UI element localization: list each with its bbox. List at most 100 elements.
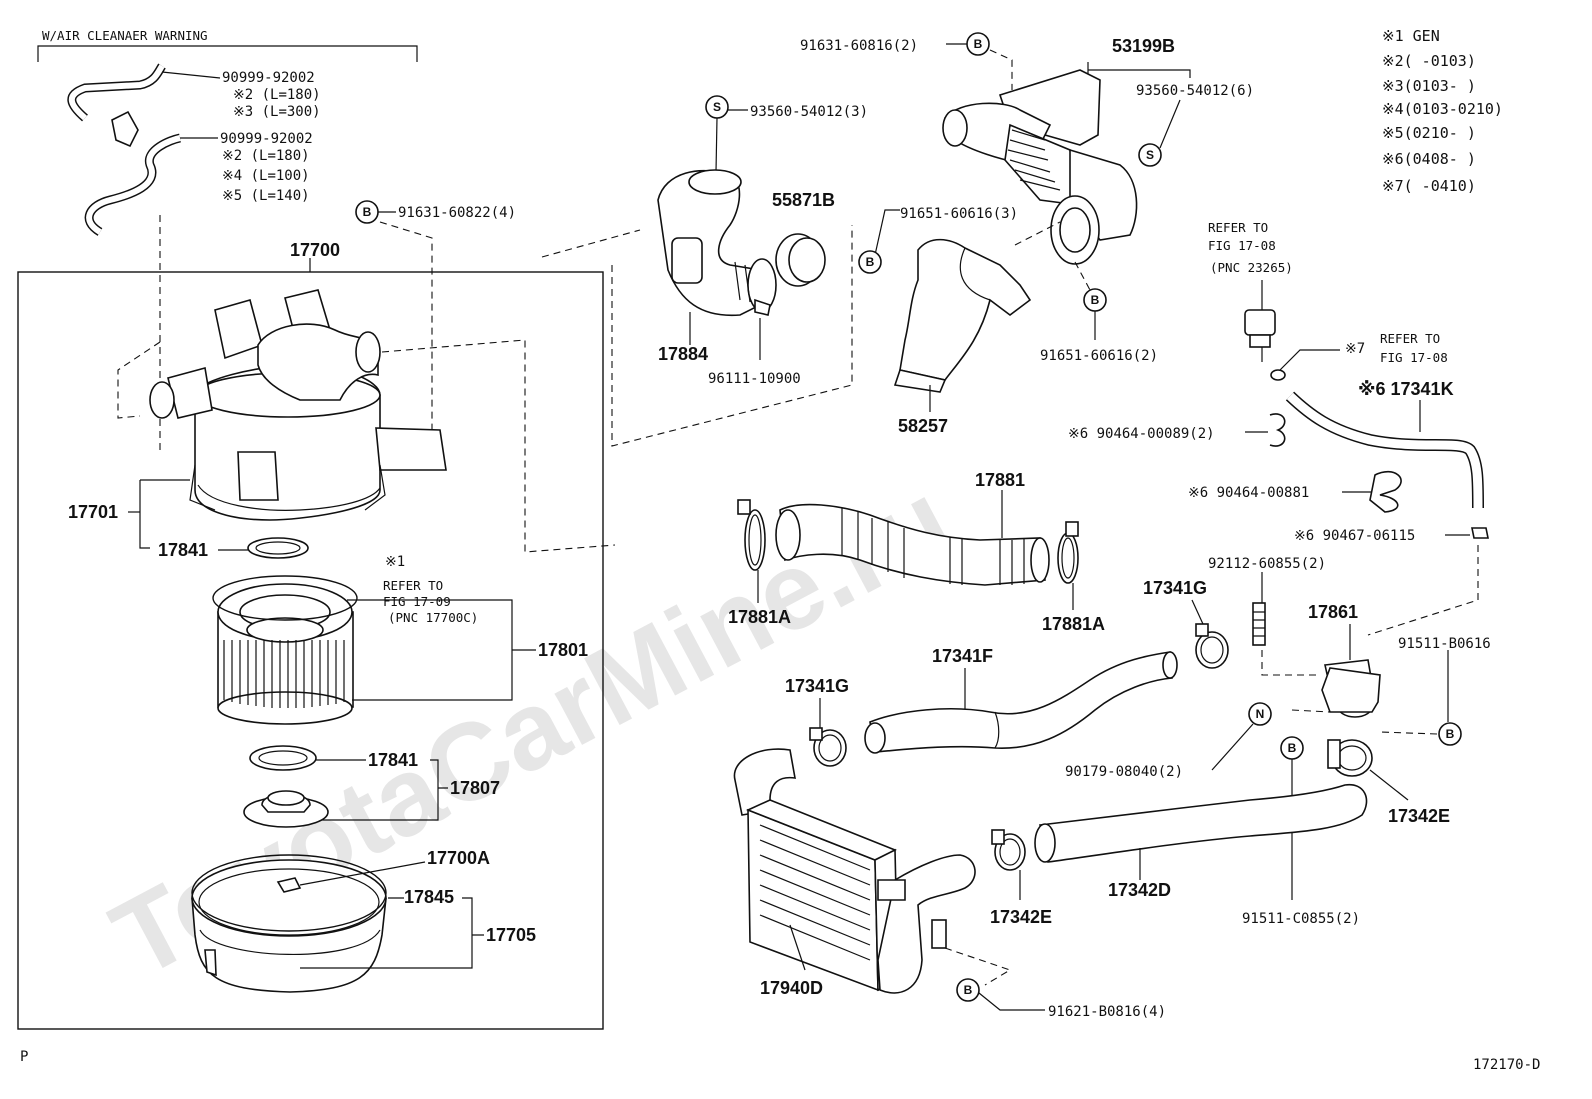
label-93560-3[interactable]: 93560-54012(3)	[750, 104, 868, 120]
warning-hose-a	[67, 63, 166, 122]
label-90999-a[interactable]: 90999-92002	[222, 70, 315, 86]
label-91651-2[interactable]: 91651-60616(2)	[1040, 348, 1158, 364]
intake-duct-53199b	[942, 69, 1138, 265]
label-90999-a-l2: ※2 (L=180)	[233, 87, 321, 103]
label-91511-b[interactable]: 91511-B0616	[1398, 636, 1491, 652]
label-17861[interactable]: 17861	[1308, 602, 1358, 622]
clamp-17342e-right	[1327, 739, 1373, 777]
label-17342d[interactable]: 17342D	[1108, 880, 1171, 900]
label-92112[interactable]: 92112-60855(2)	[1208, 556, 1326, 572]
legend-5: ※5(0210- )	[1382, 124, 1476, 142]
dust-valve-17807	[243, 790, 329, 828]
ref3-line2: FIG 17-08	[1380, 350, 1448, 365]
warning-hose-b	[84, 133, 182, 236]
label-17341k[interactable]: ※6 17341K	[1358, 379, 1454, 399]
clamp-17881a-right	[1057, 521, 1079, 584]
label-17342e-right[interactable]: 17342E	[1388, 806, 1450, 826]
label-17841-b[interactable]: 17841	[368, 750, 418, 770]
ref2-line2: FIG 17-08	[1208, 238, 1276, 253]
svg-text:B: B	[866, 255, 875, 269]
bolt-b-91631-60816: B	[966, 32, 990, 56]
duct-bracket-58257	[893, 238, 1032, 393]
legend-2: ※2( -0103)	[1382, 52, 1476, 70]
label-90464-881[interactable]: ※6 90464-00881	[1188, 485, 1309, 501]
label-90464-89[interactable]: ※6 90464-00089(2)	[1068, 426, 1215, 442]
label-17701[interactable]: 17701	[68, 502, 118, 522]
intake-hose-17342d	[1034, 784, 1368, 863]
label-17881a-left[interactable]: 17881A	[728, 607, 791, 627]
pipe-17861	[1321, 659, 1381, 718]
clip-90467	[1471, 527, 1489, 539]
bolt-b-91651-3: B	[858, 250, 882, 274]
corner-letter: P	[20, 1049, 28, 1065]
label-17341f[interactable]: 17341F	[932, 646, 993, 666]
label-17881[interactable]: 17881	[975, 470, 1025, 490]
label-17341g-right[interactable]: 17341G	[1143, 578, 1207, 598]
label-17801[interactable]: 17801	[538, 640, 588, 660]
label-17705[interactable]: 17705	[486, 925, 536, 945]
ref3-mark: ※7	[1345, 341, 1365, 357]
ref1-line1: REFER TO	[383, 578, 443, 593]
intake-hose-17881	[775, 503, 1050, 586]
bolt-b-91511-c: B	[1280, 736, 1304, 760]
clamp-17341g-right	[1195, 623, 1229, 669]
intake-hose-17884	[657, 169, 777, 317]
svg-text:N: N	[1256, 707, 1265, 721]
label-17884[interactable]: 17884	[658, 344, 708, 364]
label-90467[interactable]: ※6 90467-06115	[1294, 528, 1415, 544]
warning-switch	[111, 110, 139, 148]
ref1-line3: (PNC 17700C)	[388, 610, 478, 625]
label-17700a[interactable]: 17700A	[427, 848, 490, 868]
label-17807[interactable]: 17807	[450, 778, 500, 798]
svg-text:B: B	[1446, 727, 1455, 741]
ref1-mark: ※1	[385, 554, 405, 570]
bolt-b-91511-b: B	[1438, 722, 1462, 746]
label-17700[interactable]: 17700	[290, 240, 340, 260]
stud-92112	[1252, 602, 1266, 646]
label-58257[interactable]: 58257	[898, 416, 948, 436]
legend-6: ※6(0408- )	[1382, 150, 1476, 168]
clip-90464-89	[1269, 413, 1286, 447]
label-91621[interactable]: 91621-B0816(4)	[1048, 1004, 1166, 1020]
label-91511-c[interactable]: 91511-C0855(2)	[1242, 911, 1360, 927]
svg-text:S: S	[713, 100, 721, 114]
intercooler-17940d	[733, 748, 976, 994]
label-96111[interactable]: 96111-10900	[708, 371, 801, 387]
label-17845[interactable]: 17845	[404, 887, 454, 907]
bolt-b-91651-2: B	[1083, 288, 1107, 312]
label-17342e-left[interactable]: 17342E	[990, 907, 1052, 927]
label-90179[interactable]: 90179-08040(2)	[1065, 764, 1183, 780]
bolt-b-91631-60822: B	[355, 200, 379, 224]
label-91651-3[interactable]: 91651-60616(3)	[900, 206, 1018, 222]
svg-text:S: S	[1146, 148, 1154, 162]
label-91631-60822[interactable]: 91631-60822(4)	[398, 205, 516, 221]
air-cleaner-case-17705	[191, 854, 387, 993]
label-90999-b[interactable]: 90999-92002	[220, 131, 313, 147]
svg-text:B: B	[1091, 293, 1100, 307]
svg-text:B: B	[964, 983, 973, 997]
nut-n-90179: N	[1248, 702, 1272, 726]
label-17940d[interactable]: 17940D	[760, 978, 823, 998]
label-17841-a[interactable]: 17841	[158, 540, 208, 560]
air-filter-element-17801	[212, 575, 358, 725]
label-90999-b-l2: ※2 (L=180)	[222, 148, 310, 164]
label-17341g-left[interactable]: 17341G	[785, 676, 849, 696]
ref2-line3: (PNC 23265)	[1210, 260, 1293, 275]
label-91631-60816[interactable]: 91631-60816(2)	[800, 38, 918, 54]
air-cleaner-cap	[149, 289, 447, 521]
bolt-b-91621: B	[956, 978, 980, 1002]
label-53199b[interactable]: 53199B	[1112, 36, 1175, 56]
duct-ring-55871b	[775, 233, 826, 287]
clamp-17341g-left	[809, 727, 847, 767]
screw-s-93560-3: S	[705, 95, 729, 119]
label-55871b[interactable]: 55871B	[772, 190, 835, 210]
label-90999-b-l5: ※5 (L=140)	[222, 188, 310, 204]
legend-7: ※7( -0410)	[1382, 177, 1476, 195]
label-17881a-right[interactable]: 17881A	[1042, 614, 1105, 634]
label-93560-6[interactable]: 93560-54012(6)	[1136, 83, 1254, 99]
vsv-valve	[1244, 280, 1276, 362]
svg-text:B: B	[363, 205, 372, 219]
ref2-line1: REFER TO	[1208, 220, 1268, 235]
legend-4: ※4(0103-0210)	[1382, 100, 1503, 118]
clamp-17881a-left	[737, 499, 766, 571]
